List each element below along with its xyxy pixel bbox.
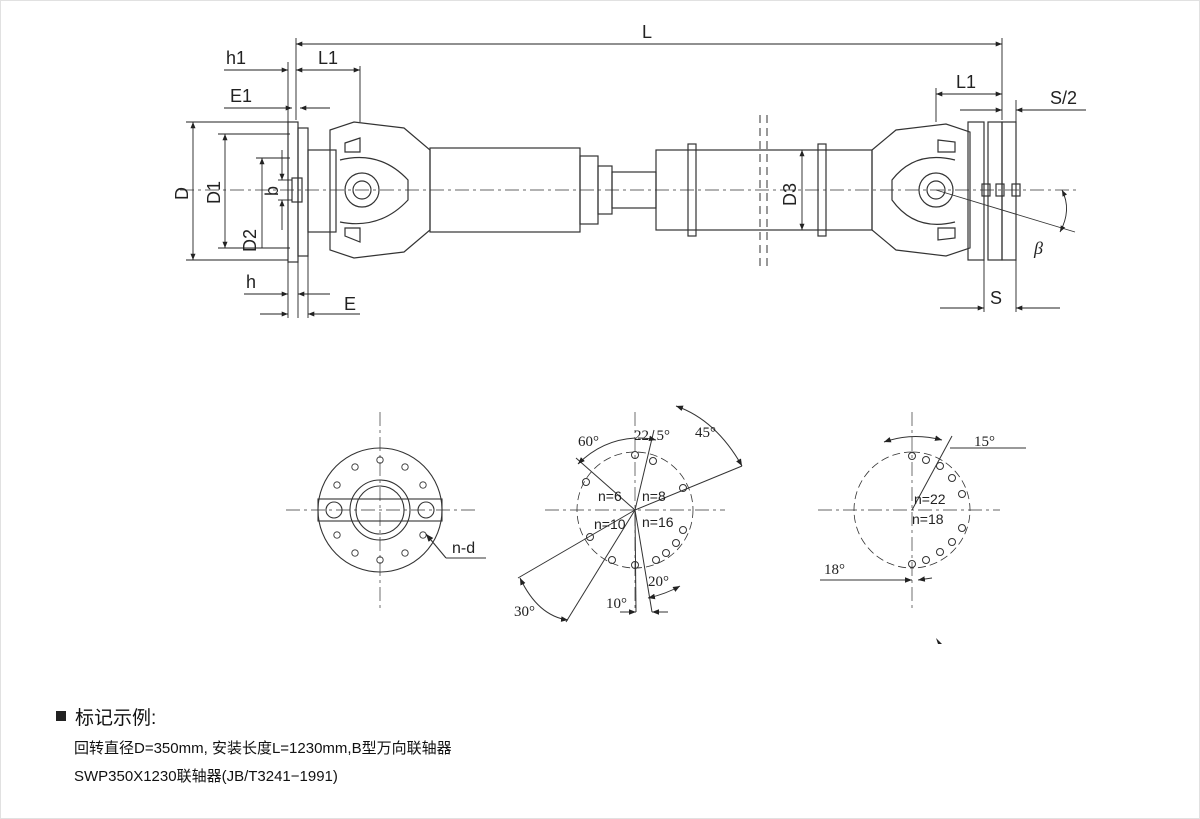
label-angle-15: 15° — [974, 434, 995, 450]
dim-label-S: S — [990, 288, 1002, 308]
label-n8: n=8 — [642, 488, 666, 504]
label-n10: n=10 — [594, 516, 626, 532]
dim-label-D3: D3 — [780, 183, 800, 206]
dim-label-D1: D1 — [204, 181, 224, 204]
label-n18: n=18 — [912, 511, 944, 527]
dim-label-D2: D2 — [240, 229, 260, 252]
stray-mark — [936, 638, 942, 644]
dim-label-beta: β — [1033, 238, 1043, 258]
label-angle-18: 18° — [824, 562, 845, 578]
coupling-side-view — [180, 115, 1080, 270]
bullet-square-icon — [56, 711, 66, 721]
label-n16: n=16 — [642, 514, 674, 530]
technical-drawing: L L1 h1 E1 D D1 D2 b h E D3 L1 S/2 S β — [172, 22, 1086, 644]
label-angle-45: 45° — [695, 425, 716, 441]
dim-label-E: E — [344, 294, 356, 314]
flange-end-view — [286, 412, 486, 612]
dim-label-h1: h1 — [226, 48, 246, 68]
label-angle-22-5: 22. 5° — [634, 428, 670, 444]
dim-label-D: D — [172, 187, 192, 200]
dim-label-S-half: S/2 — [1050, 88, 1077, 108]
right-flange-3 — [1001, 121, 1017, 261]
main-dimensions — [186, 38, 1086, 318]
label-angle-30: 30° — [514, 604, 535, 620]
left-flange-outer — [287, 121, 299, 263]
label-angle-20: 20° — [648, 574, 669, 590]
left-flange-inner — [297, 127, 309, 257]
dim-label-b: b — [262, 186, 282, 196]
dim-label-E1: E1 — [230, 86, 252, 106]
main-dimension-labels: L L1 h1 E1 D D1 D2 b h E D3 L1 S/2 S β — [172, 22, 1077, 314]
caption-heading: 标记示例: — [56, 702, 756, 730]
hole-label-n-d: n-d — [452, 540, 475, 557]
dim-label-L1-right: L1 — [956, 72, 976, 92]
caption-line-1: 回转直径D=350mm, 安装长度L=1230mm,B型万向联轴器 — [74, 740, 452, 757]
bolt-pattern-view-2 — [818, 412, 1026, 612]
label-n6: n=6 — [598, 488, 622, 504]
bolt-pattern-view-1-labels: n=6 n=8 n=10 n=16 60° 22. 5° 45° 30° 10°… — [514, 425, 716, 620]
caption-line-2: SWP350X1230联轴器(JB/T3241−1991) — [74, 768, 338, 785]
label-angle-10: 10° — [606, 596, 627, 612]
label-angle-60: 60° — [578, 434, 599, 450]
bolt-pattern-view-2-labels: n=22 n=18 15° 18° — [824, 434, 995, 578]
left-cross-pin — [344, 172, 380, 208]
dim-label-L1-left: L1 — [318, 48, 338, 68]
bolt-pattern-view-1 — [517, 405, 743, 623]
dim-label-L: L — [642, 22, 652, 42]
marking-example: 标记示例: 回转直径D=350mm, 安装长度L=1230mm,B型万向联轴器 … — [56, 702, 756, 786]
right-cross-pin — [918, 172, 954, 208]
right-yoke — [871, 123, 971, 257]
caption-heading-text: 标记示例: — [75, 707, 157, 729]
right-flange-1 — [967, 121, 985, 261]
dim-label-h: h — [246, 272, 256, 292]
left-key — [291, 177, 303, 203]
label-n22: n=22 — [914, 491, 946, 507]
